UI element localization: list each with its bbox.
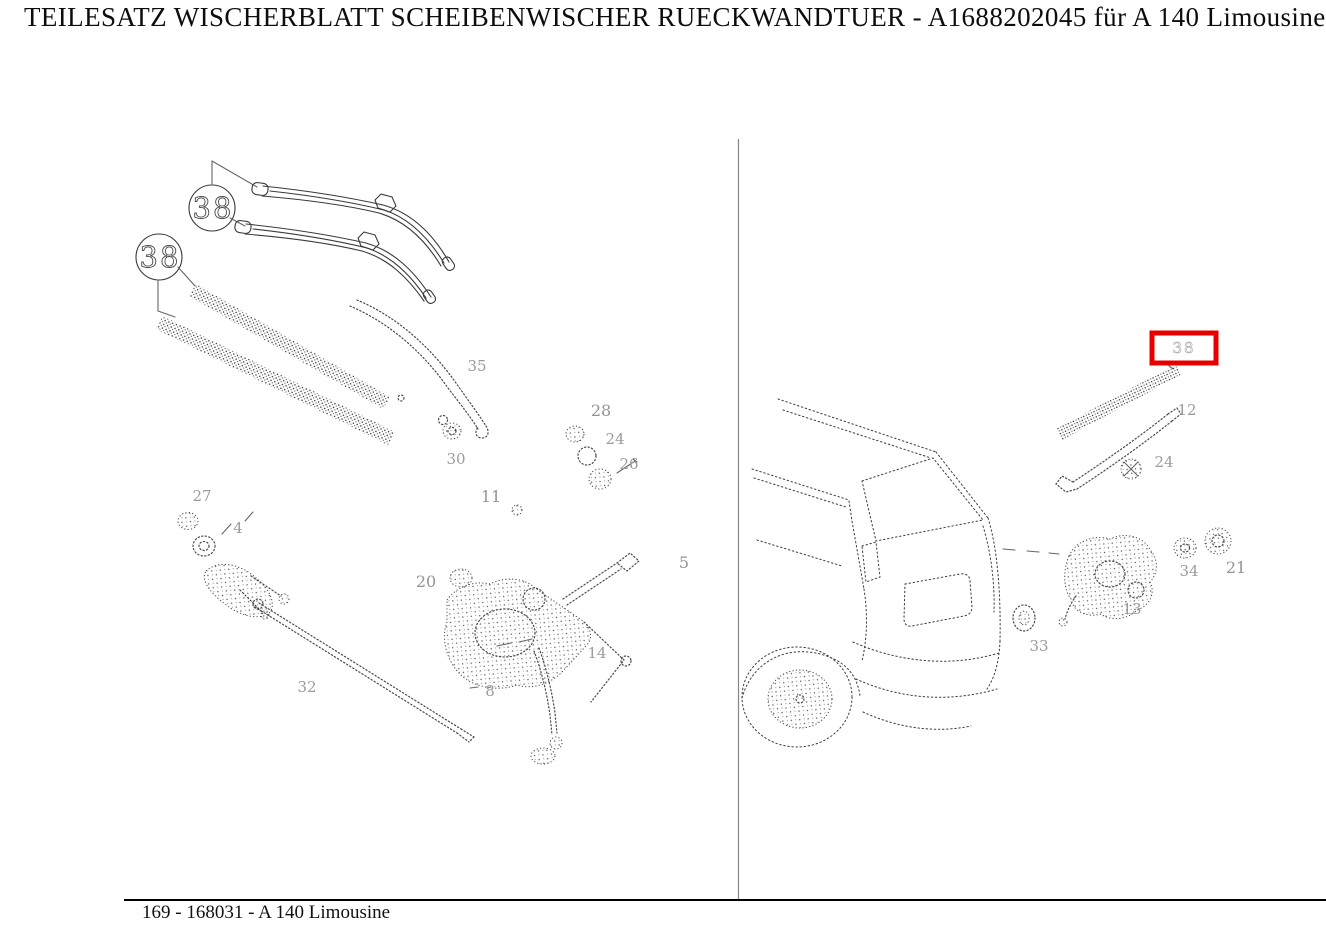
car-wheel-arch xyxy=(741,651,861,699)
part-label-24-right: 24 xyxy=(1154,453,1173,471)
small-parts-cluster xyxy=(511,425,638,516)
part-label-32: 32 xyxy=(297,678,316,696)
part-label-26: 26 xyxy=(619,455,638,473)
part-label-28: 28 xyxy=(591,401,611,420)
part-label-35: 35 xyxy=(467,357,486,375)
highlight-rect xyxy=(1149,330,1219,366)
right-part-labels: 12 24 34 21 13 33 xyxy=(1029,401,1246,655)
car-rear-wheel xyxy=(741,646,853,748)
part-label-5: 5 xyxy=(679,553,689,572)
part-label-20: 20 xyxy=(416,572,436,591)
dashed-leader-line xyxy=(1002,548,1060,555)
wiper-motor-assembly-left xyxy=(443,552,640,765)
part-label-4: 4 xyxy=(233,519,243,537)
car-bumper xyxy=(852,641,1000,662)
car-license-plate-recess xyxy=(903,573,973,627)
rear-wiper-motor-assembly xyxy=(1058,535,1157,627)
part-label-30: 30 xyxy=(446,450,465,468)
part-label-11: 11 xyxy=(481,487,501,506)
hatched-wiper-blade-lower xyxy=(156,316,395,445)
page-footer: 169 - 168031 - A 140 Limousine xyxy=(142,902,391,923)
part-label-13: 13 xyxy=(1122,600,1141,618)
nut-part xyxy=(1204,527,1232,555)
callout-balloon-top: 38 xyxy=(188,184,236,232)
part-label-14: 14 xyxy=(587,644,606,662)
washer-part xyxy=(1173,537,1197,559)
wiper-arm-left xyxy=(349,299,489,440)
car-taillight xyxy=(861,541,881,583)
part-label-33: 33 xyxy=(1029,637,1048,655)
car-rear-view xyxy=(741,398,1001,748)
car-rear-window xyxy=(861,457,984,542)
left-part-labels: 35 30 28 24 26 11 27 4 20 32 14 8 5 xyxy=(192,357,689,700)
part-label-27: 27 xyxy=(192,487,211,505)
hatched-wiper-blade-upper xyxy=(189,284,390,409)
callout-balloon-bottom: 38 xyxy=(135,233,183,281)
part-label-34: 34 xyxy=(1179,562,1198,580)
linkage-rod xyxy=(252,598,475,743)
linkage-lever-cluster xyxy=(177,511,290,620)
screw-fastener xyxy=(1120,458,1142,480)
balloon-bottom-label: 38 xyxy=(140,240,181,274)
car-roof-edge xyxy=(777,398,937,453)
part-label-12: 12 xyxy=(1177,401,1196,419)
rear-wiper-blade-hatched xyxy=(1056,364,1182,440)
part-label-24-left: 24 xyxy=(605,430,624,448)
balloon-top-label: 38 xyxy=(193,191,234,225)
rear-wiper-arm xyxy=(1055,407,1182,493)
highlighted-part-label: 38 xyxy=(1172,339,1195,357)
aero-wiper-blade-upper xyxy=(251,182,456,272)
part-label-8: 8 xyxy=(485,682,495,700)
grommet-part xyxy=(1012,604,1036,632)
aero-wiper-blade-lower xyxy=(234,220,437,305)
page-title: TEILESATZ WISCHERBLATT SCHEIBENWISCHER R… xyxy=(24,2,1326,32)
part-label-21: 21 xyxy=(1226,558,1246,577)
highlight-box: 38 xyxy=(1149,330,1219,366)
